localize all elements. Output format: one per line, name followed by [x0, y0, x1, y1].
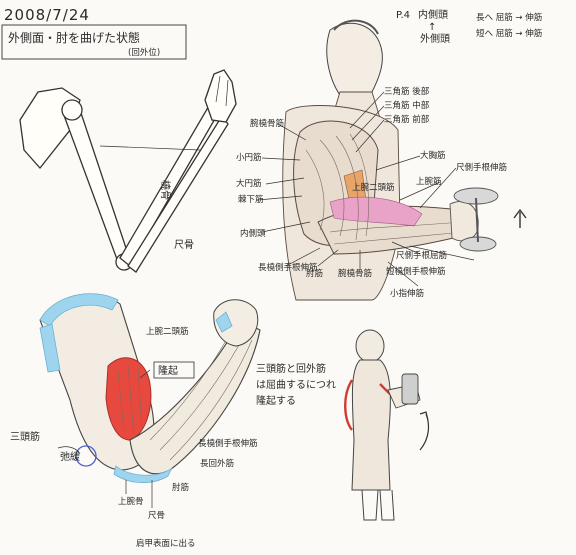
bottom-ulna-label: 尺骨 — [148, 511, 165, 521]
anconeus-label: 肘筋 — [306, 268, 323, 279]
brachioradialis-top-label: 腕橈骨筋 — [250, 118, 284, 129]
humerus-label: 上腕骨 — [118, 496, 144, 507]
up-arrow-icon — [513, 208, 527, 228]
note-line-3: 隆起する — [256, 394, 296, 407]
curved-arrow-icon — [419, 411, 430, 451]
page-ref-label: P.4 — [396, 10, 410, 21]
title-label: 外側面・肘を曲げた状態 — [8, 30, 140, 45]
figure-red-muscle — [344, 379, 354, 431]
note-line-2: は屈曲するにつれ — [256, 379, 336, 391]
shoulder-tendon — [39, 293, 119, 327]
lateral-head-note: 外側頭 — [420, 32, 450, 45]
figure-dumbbell — [401, 373, 419, 405]
bulge-label: 隆起 — [158, 364, 178, 377]
ulna-label: 尺骨 — [174, 239, 194, 251]
upper-tendon — [39, 323, 61, 373]
note-line-1: 三頭筋と回外筋 — [256, 362, 326, 375]
finger-lines — [205, 75, 229, 107]
figure-body — [351, 359, 391, 491]
deltoid-anterior-label: 三角筋 前部 — [384, 114, 430, 125]
muscle-fibers — [305, 133, 465, 245]
humerus-head — [61, 99, 83, 121]
ext-carpi-rad-long-label: 長橈側手根伸筋 — [258, 262, 318, 273]
forearm-fibers — [149, 329, 253, 461]
muscle-leader-lines — [257, 91, 475, 287]
brachialis-label: 上腕筋 — [416, 176, 442, 187]
ext-carpi-uln-top-label: 尺側手根伸筋 — [456, 162, 507, 173]
hand-shape — [449, 201, 479, 242]
bottom-anconeus-label: 肘筋 — [172, 482, 189, 493]
bottom-note-label: 肩甲表面に出る — [136, 538, 196, 549]
pink-muscle-patch — [329, 196, 423, 227]
arrow-up-glyph: ↑ — [428, 22, 436, 33]
infraspinatus-label: 棘下筋 — [238, 194, 264, 205]
medial-head-label: 内側頭 — [240, 228, 266, 239]
rule2-note: 短へ 屈筋 → 伸筋 — [476, 28, 542, 39]
deltoid-middle-label: 三角筋 中部 — [384, 100, 430, 111]
brachialis-bump-label: 上腕二頭筋 — [146, 326, 189, 337]
ulna-bone — [127, 114, 229, 273]
fist-shape — [213, 299, 259, 347]
radius-label: 橈骨 — [159, 180, 171, 200]
ext-carpi-rad-brev-label: 短橈側手根伸筋 — [386, 266, 446, 277]
teres-major-label: 大円筋 — [236, 178, 262, 189]
elbow-tendon — [113, 465, 173, 483]
figure-head — [355, 329, 385, 363]
pointer-line — [99, 145, 201, 151]
skeletal-arm-figure — [19, 69, 237, 273]
wrist-tendon — [215, 311, 233, 333]
dumbbell-bar — [475, 197, 479, 243]
triceps-label: 三頭筋 — [10, 430, 40, 443]
teres-minor-label: 小円筋 — [236, 152, 262, 163]
forearm-muscle — [129, 319, 261, 475]
hair-shape — [333, 19, 379, 35]
medial-head-note: 内側頭 — [418, 8, 448, 21]
head-shape — [326, 22, 383, 99]
ext-long-label: 長橈側手根伸筋 — [198, 438, 258, 449]
bulge-box — [153, 361, 195, 379]
flexed-arm-figure — [39, 293, 261, 483]
ext-short-label: 長回外筋 — [200, 458, 234, 469]
relax-pointer — [57, 446, 81, 455]
title-sub-label: (回外位) — [128, 47, 160, 58]
title-box — [1, 24, 187, 60]
figure-legs — [361, 489, 395, 521]
date-label: 2008/7/24 — [4, 6, 90, 24]
rule1-note: 長へ 屈筋 → 伸筋 — [476, 12, 542, 23]
brachioradialis-label: 腕橈骨筋 — [338, 268, 372, 279]
muscular-torso-figure — [282, 19, 527, 301]
deltoid-posterior-label: 三角筋 後部 — [384, 86, 430, 97]
bottom-pointers — [125, 480, 153, 508]
biceps-fibers — [117, 365, 143, 437]
ext-digitorum-label: 小指伸筋 — [390, 288, 424, 299]
flexor-uln-label: 尺側手根屈筋 — [396, 250, 447, 261]
humerus-bone — [61, 103, 129, 264]
red-biceps-muscle — [105, 357, 152, 441]
bulge-pointer — [139, 369, 151, 379]
standing-figure — [344, 329, 430, 521]
relax-circle — [75, 445, 97, 467]
hand-bones — [204, 69, 237, 123]
biceps-label: 上腕二頭筋 — [352, 182, 395, 193]
pectoralis-label: 大胸筋 — [420, 150, 446, 161]
relax-label: 弛緩 — [60, 450, 80, 463]
